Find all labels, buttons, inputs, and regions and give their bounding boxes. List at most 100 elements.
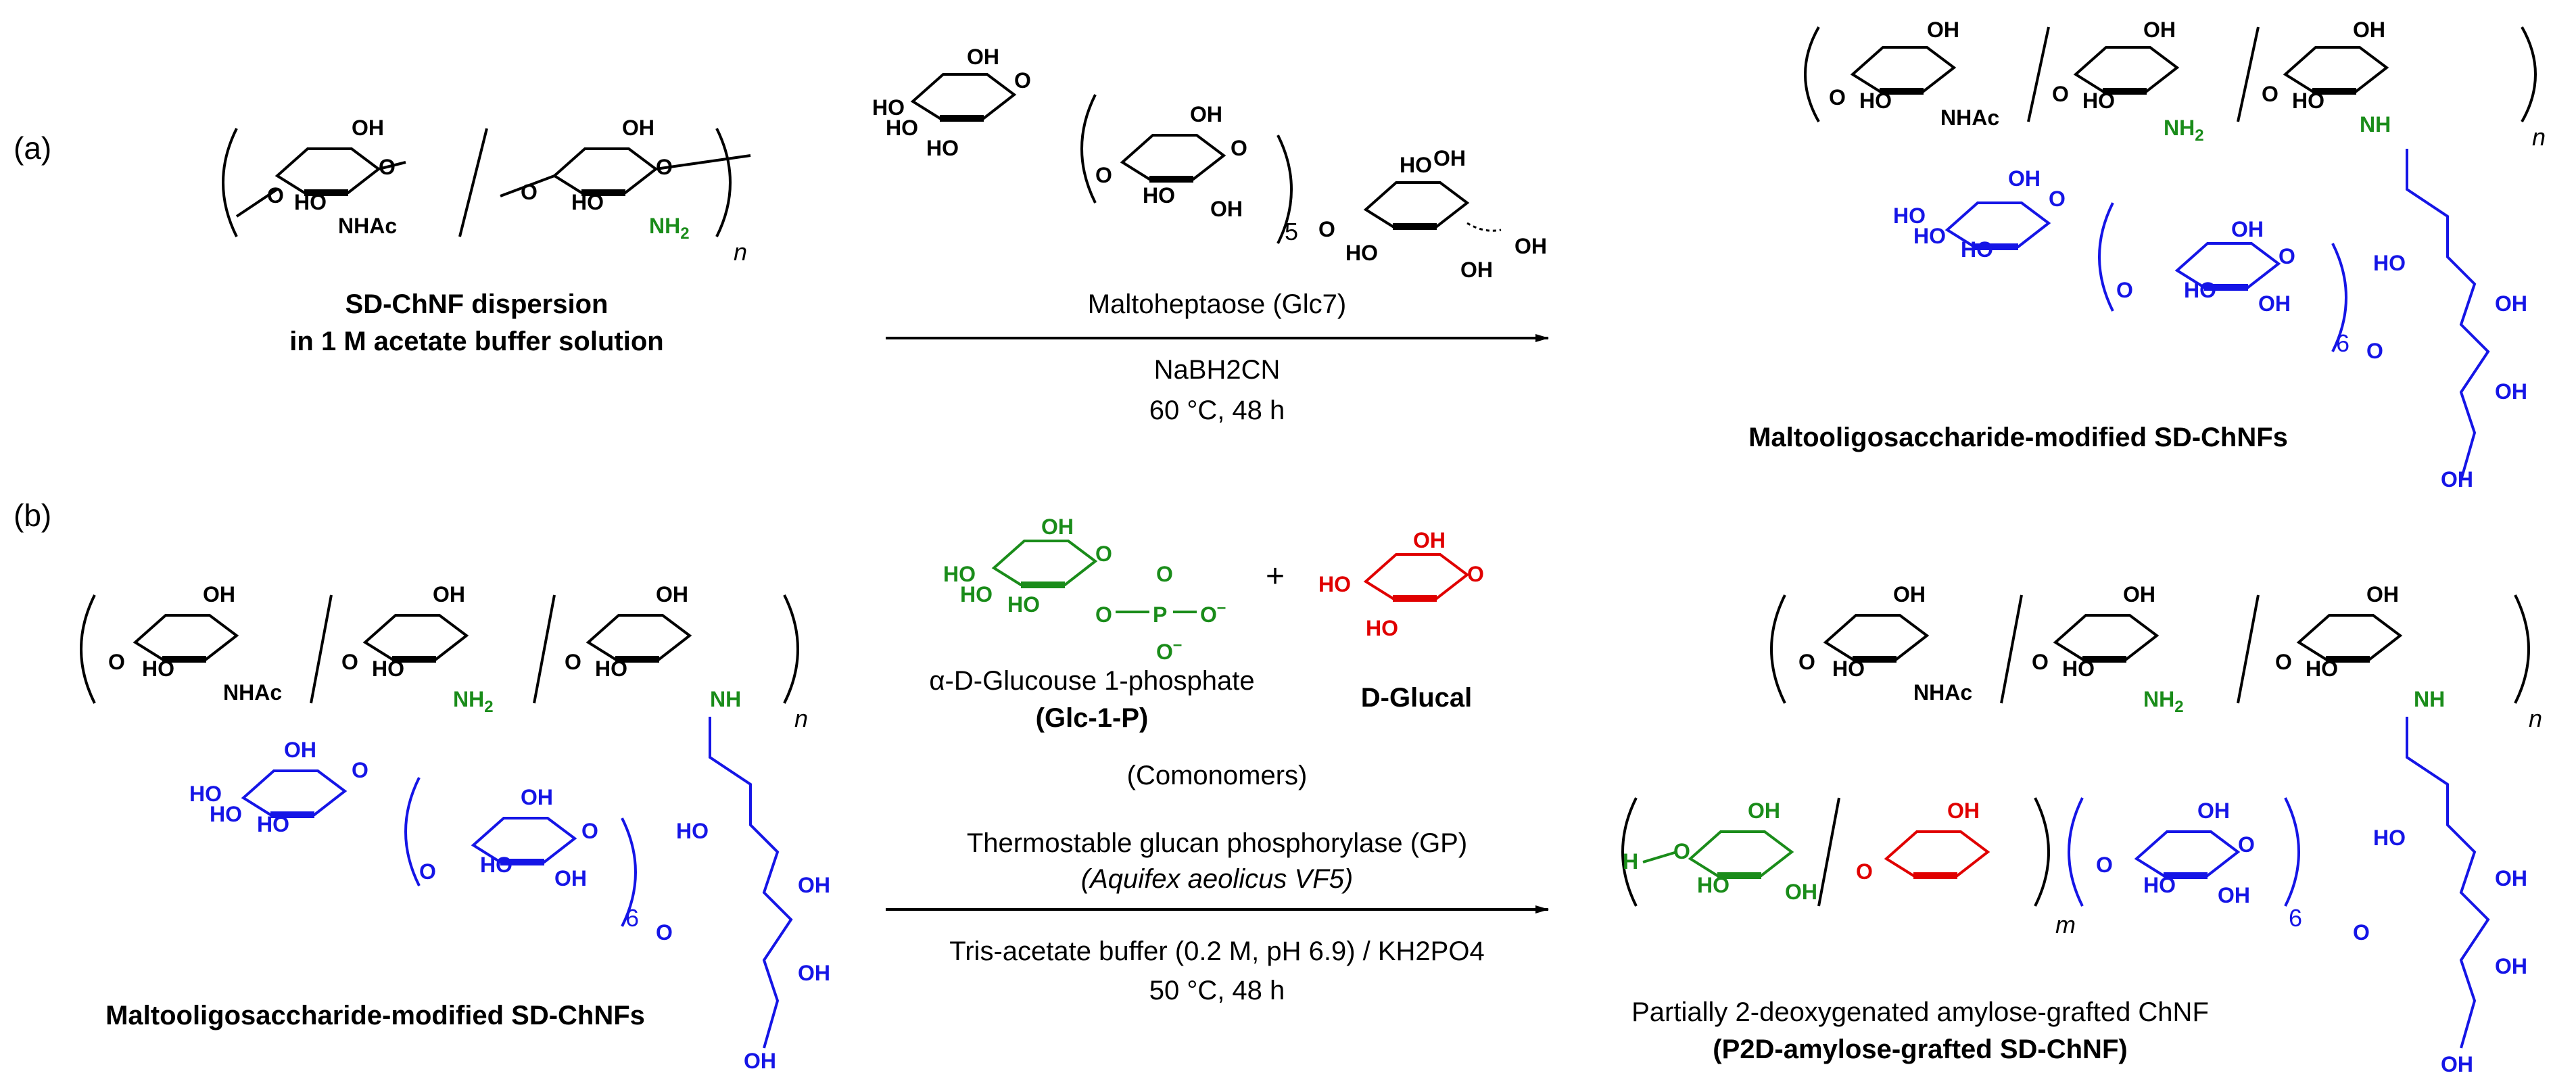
svg-text:O: O [2116, 278, 2133, 302]
svg-text:OH: OH [2495, 379, 2527, 404]
svg-text:HO: HO [189, 782, 222, 806]
svg-text:HO: HO [960, 582, 993, 607]
start-label-a-line1: SD-ChNF dispersion [345, 289, 609, 319]
svg-text:O: O [2262, 82, 2279, 106]
organism-label: (Aquifex aeolicus VF5) [1080, 864, 1354, 894]
svg-text:NH: NH [2360, 112, 2391, 137]
conditions-a-line1: NaBH2CN [1153, 355, 1281, 385]
svg-text:OH: OH [521, 785, 553, 809]
svg-text:OH: OH [2123, 582, 2155, 607]
plus-sign: + [1266, 559, 1285, 594]
svg-text:O: O [379, 155, 396, 179]
svg-text:HO: HO [480, 853, 512, 877]
glc-1-p-name: α-D-Glucouse 1-phosphate [929, 666, 1255, 696]
svg-text:O: O [108, 650, 125, 674]
svg-text:O: O [352, 758, 368, 782]
svg-text:O: O [656, 920, 673, 945]
svg-text:O: O [1798, 650, 1815, 674]
svg-text:OH: OH [2143, 18, 2176, 42]
svg-text:HO: HO [2184, 278, 2216, 302]
svg-text:HO: HO [1961, 237, 1993, 262]
svg-text:HO: HO [2062, 657, 2095, 681]
svg-text:HO: HO [2373, 826, 2406, 850]
svg-text:O: O [2279, 244, 2295, 268]
reagent-a: Maltoheptaose (Glc7) [1087, 289, 1347, 319]
svg-text:NH: NH [710, 687, 741, 711]
svg-text:OH: OH [2441, 467, 2473, 492]
svg-text:OH: OH [1433, 146, 1466, 170]
svg-text:HO: HO [1893, 204, 1926, 228]
svg-text:HO: HO [926, 136, 959, 160]
svg-text:NH2: NH2 [649, 214, 690, 243]
svg-text:OH: OH [554, 866, 587, 891]
svg-text:HO: HO [1318, 572, 1351, 596]
product-label-b-line1: Partially 2-deoxygenated amylose-grafted… [1631, 997, 2209, 1027]
svg-text:NHAc: NHAc [338, 214, 397, 238]
maltoheptaose-structure: HO HO HO OH O O HO OH OH O 5 O HO HO OH … [872, 45, 1547, 282]
svg-text:O: O [1095, 602, 1112, 627]
svg-text:6: 6 [2289, 904, 2302, 932]
svg-text:OH: OH [1927, 18, 1959, 42]
svg-text:OH: OH [1460, 258, 1493, 282]
svg-text:HO: HO [257, 812, 289, 836]
svg-text:OH: OH [2218, 883, 2250, 907]
svg-text:n: n [2529, 705, 2542, 732]
svg-text:O: O [2353, 920, 2370, 945]
buffer-label: Tris-acetate buffer (0.2 M, pH 6.9) / KH… [949, 936, 1485, 966]
svg-text:HO: HO [571, 190, 604, 214]
start-label-b: Maltooligosaccharide-modified SD-ChNFs [105, 1001, 645, 1030]
svg-text:NHAc: NHAc [1913, 680, 1972, 705]
comonomers-label: (Comonomers) [1126, 761, 1308, 790]
svg-text:O: O [521, 180, 538, 204]
svg-text:n: n [794, 705, 808, 732]
chnf-start-a: OH O NHAc HO O OH O HO O NH2 n [222, 116, 751, 266]
svg-text:OH: OH [1748, 799, 1780, 823]
svg-text:OH: OH [1210, 197, 1243, 221]
svg-text:OH: OH [1893, 582, 1926, 607]
svg-text:OH: OH [1190, 102, 1222, 126]
svg-text:OH: OH [2441, 1052, 2473, 1076]
svg-text:HO: HO [595, 657, 627, 681]
svg-text:HO: HO [2082, 89, 2115, 113]
svg-text:O: O [419, 859, 436, 884]
svg-text:O: O [267, 183, 284, 208]
svg-text:HO: HO [1859, 89, 1892, 113]
product-b-structure: OH HO NHAc O OH HO NH2 O OH HO O NH n H … [1621, 582, 2542, 1076]
svg-text:OH: OH [2197, 799, 2230, 823]
svg-text:NH2: NH2 [2164, 116, 2204, 145]
svg-text:HO: HO [676, 819, 709, 843]
svg-text:OH: OH [2366, 582, 2399, 607]
svg-text:OH: OH [1947, 799, 1980, 823]
svg-text:5: 5 [1285, 218, 1298, 245]
svg-text:m: m [2055, 911, 2076, 939]
svg-text:OH: OH [656, 582, 688, 607]
svg-text:HO: HO [294, 190, 327, 214]
svg-text:O: O [2032, 650, 2049, 674]
svg-text:OH: OH [744, 1049, 776, 1073]
svg-text:n: n [734, 238, 747, 266]
d-glucal-structure: HO HO OH O [1318, 528, 1484, 640]
svg-text:OH: OH [2231, 217, 2264, 241]
svg-text:NH2: NH2 [453, 687, 494, 716]
svg-text:OH: OH [284, 738, 316, 762]
svg-text:O: O [565, 650, 581, 674]
svg-text:HO: HO [872, 95, 905, 120]
enzyme-label: Thermostable glucan phosphorylase (GP) [966, 828, 1468, 858]
svg-text:H: H [1623, 849, 1638, 874]
svg-text:OH: OH [2495, 291, 2527, 316]
svg-text:HO: HO [1366, 616, 1398, 640]
svg-text:HO: HO [142, 657, 174, 681]
svg-text:OH: OH [2495, 954, 2527, 978]
svg-text:OH: OH [1785, 880, 1817, 904]
svg-text:OH: OH [2495, 866, 2527, 891]
svg-text:HO: HO [1913, 224, 1946, 248]
svg-text:OH: OH [798, 873, 830, 897]
svg-text:OH: OH [2353, 18, 2385, 42]
svg-text:P: P [1153, 602, 1167, 627]
svg-text:O: O [1156, 562, 1173, 586]
svg-text:O: O [581, 819, 598, 843]
svg-text:HO: HO [2143, 873, 2176, 897]
svg-text:HO: HO [1345, 241, 1378, 265]
svg-text:OH: OH [622, 116, 654, 140]
